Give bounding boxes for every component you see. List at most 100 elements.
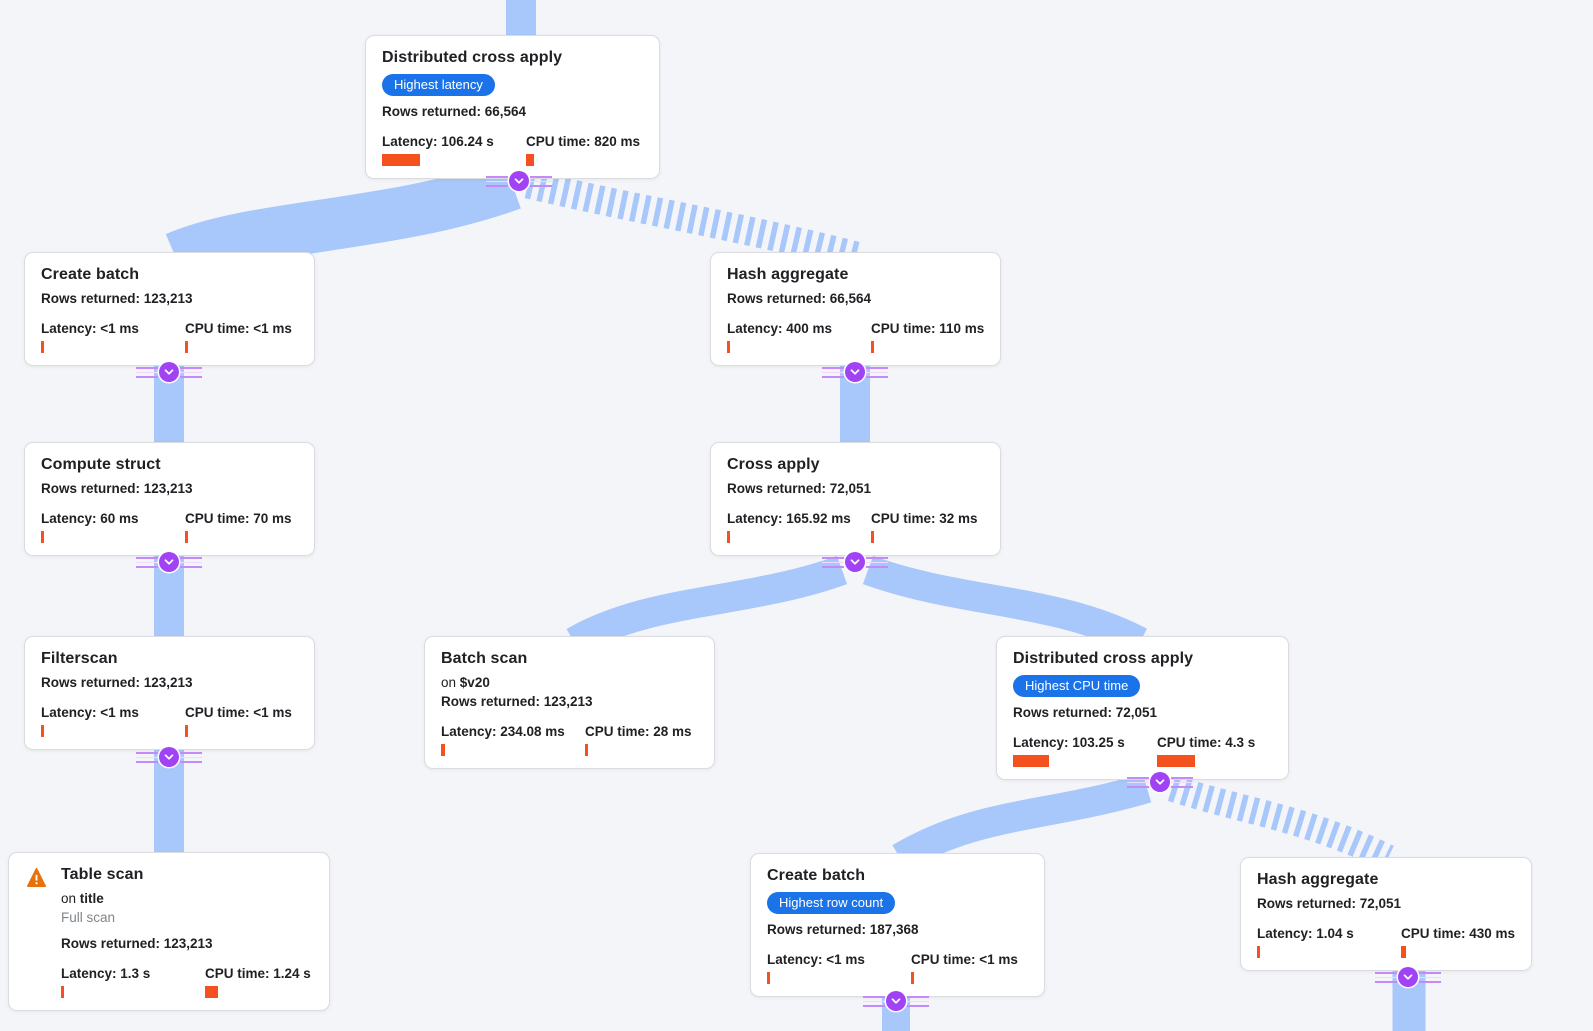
expander-lines	[1171, 776, 1193, 788]
plan-node-table-scan[interactable]: Table scan on title Full scan Rows retur…	[8, 852, 330, 1011]
plan-node-hash-aggregate-2[interactable]: Hash aggregate Rows returned: 72,051 Lat…	[1240, 857, 1532, 971]
node-title: Filterscan	[41, 650, 118, 667]
latency-bar	[382, 154, 420, 166]
latency-bar	[767, 972, 770, 984]
rows-returned: Rows returned: 72,051	[1257, 896, 1402, 911]
latency-label: Latency: <1 ms	[767, 952, 865, 967]
cpu-time-label: CPU time: 430 ms	[1401, 926, 1516, 941]
expander-lines	[180, 556, 202, 568]
expander-lines	[866, 556, 888, 568]
edge-dca2-to-create-batch2	[892, 773, 1152, 871]
latency-label: Latency: 234.08 ms	[441, 724, 565, 739]
rows-returned: Rows returned: 123,213	[441, 694, 593, 709]
collapse-button[interactable]	[136, 552, 202, 572]
collapse-button[interactable]	[1375, 967, 1441, 987]
cpu-time-label: CPU time: <1 ms	[911, 952, 1018, 967]
expander-lines	[486, 175, 508, 187]
rows-returned: Rows returned: 72,051	[1013, 705, 1158, 720]
edge-cross-apply-to-dca2	[862, 555, 1147, 656]
latency-label: Latency: <1 ms	[41, 705, 139, 720]
latency-label: Latency: 60 ms	[41, 511, 139, 526]
highest-row-count-badge: Highest row count	[767, 892, 896, 914]
rows-returned: Rows returned: 123,213	[41, 291, 193, 306]
latency-bar	[41, 531, 44, 543]
expander-lines	[866, 366, 888, 378]
collapse-button[interactable]	[1127, 772, 1193, 792]
latency-bar	[41, 341, 44, 353]
plan-node-compute-struct[interactable]: Compute struct Rows returned: 123,213 La…	[24, 442, 315, 556]
expander-lines	[907, 995, 929, 1007]
node-title: Batch scan	[441, 650, 528, 667]
plan-node-create-batch[interactable]: Create batch Rows returned: 123,213 Late…	[24, 252, 315, 366]
expander-lines	[180, 366, 202, 378]
highest-latency-badge: Highest latency	[382, 74, 495, 96]
cpu-time-bar	[1401, 946, 1406, 958]
plan-node-batch-scan[interactable]: Batch scan on $v20 Rows returned: 123,21…	[424, 636, 715, 769]
expander-lines	[1419, 971, 1441, 983]
collapse-button[interactable]	[136, 362, 202, 382]
latency-label: Latency: 165.92 ms	[727, 511, 851, 526]
expander-lines	[1375, 971, 1397, 983]
node-title: Hash aggregate	[1257, 871, 1379, 888]
plan-node-distributed-cross-apply-2[interactable]: Distributed cross apply Highest CPU time…	[996, 636, 1289, 780]
latency-label: Latency: 1.04 s	[1257, 926, 1354, 941]
chevron-down-icon	[159, 552, 179, 572]
latency-label: Latency: 103.25 s	[1013, 735, 1125, 750]
chevron-down-icon	[886, 991, 906, 1011]
rows-returned: Rows returned: 123,213	[61, 936, 213, 951]
cpu-time-label: CPU time: 70 ms	[185, 511, 292, 526]
rows-returned: Rows returned: 72,051	[727, 481, 872, 496]
latency-label: Latency: 1.3 s	[61, 966, 151, 981]
cpu-time-label: CPU time: 820 ms	[526, 134, 641, 149]
rows-returned: Rows returned: 123,213	[41, 481, 193, 496]
cpu-time-label: CPU time: 28 ms	[585, 724, 692, 739]
highest-cpu-time-badge: Highest CPU time	[1013, 675, 1141, 697]
chevron-down-icon	[1398, 967, 1418, 987]
rows-returned: Rows returned: 123,213	[41, 675, 193, 690]
collapse-button[interactable]	[822, 362, 888, 382]
cpu-time-label: CPU time: <1 ms	[185, 321, 292, 336]
latency-bar	[1013, 755, 1049, 767]
chevron-down-icon	[845, 552, 865, 572]
node-title: Create batch	[767, 867, 866, 884]
collapse-button[interactable]	[136, 747, 202, 767]
plan-node-hash-aggregate[interactable]: Hash aggregate Rows returned: 66,564 Lat…	[710, 252, 1001, 366]
node-title: Cross apply	[727, 456, 820, 473]
expander-lines	[1127, 776, 1149, 788]
collapse-button[interactable]	[863, 991, 929, 1011]
cpu-time-label: CPU time: 4.3 s	[1157, 735, 1256, 750]
scan-target: on $v20	[441, 675, 490, 690]
plan-node-filterscan[interactable]: Filterscan Rows returned: 123,213 Latenc…	[24, 636, 315, 750]
cpu-time-label: CPU time: 110 ms	[871, 321, 985, 336]
latency-bar	[727, 531, 730, 543]
collapse-button[interactable]	[486, 171, 552, 191]
node-title: Distributed cross apply	[382, 49, 563, 66]
node-title: Compute struct	[41, 456, 161, 473]
chevron-down-icon	[159, 362, 179, 382]
latency-bar	[727, 341, 730, 353]
expander-lines	[822, 556, 844, 568]
latency-bar	[1257, 946, 1260, 958]
plan-node-cross-apply[interactable]: Cross apply Rows returned: 72,051 Latenc…	[710, 442, 1001, 556]
cpu-time-bar	[205, 986, 218, 998]
plan-node-distributed-cross-apply-top[interactable]: Distributed cross apply Highest latency …	[365, 35, 660, 179]
cpu-time-bar	[871, 531, 874, 543]
latency-label: Latency: 400 ms	[727, 321, 833, 336]
latency-label: Latency: <1 ms	[41, 321, 139, 336]
node-title: Table scan	[61, 866, 144, 883]
latency-label: Latency: 106.24 s	[382, 134, 494, 149]
edge-cross-apply-to-batch-scan	[566, 555, 848, 656]
cpu-time-bar	[871, 341, 874, 353]
cpu-time-bar	[1157, 755, 1195, 767]
rows-returned: Rows returned: 66,564	[382, 104, 527, 119]
cpu-time-bar	[185, 531, 188, 543]
scan-target: on title	[61, 891, 104, 906]
cpu-time-bar	[185, 725, 188, 737]
plan-node-create-batch-2[interactable]: Create batch Highest row count Rows retu…	[750, 853, 1045, 997]
collapse-button[interactable]	[822, 552, 888, 572]
expander-lines	[863, 995, 885, 1007]
warning-icon	[27, 868, 47, 887]
node-title: Create batch	[41, 266, 140, 283]
latency-bar	[441, 744, 445, 756]
edge-dca-to-create-batch	[165, 159, 521, 283]
